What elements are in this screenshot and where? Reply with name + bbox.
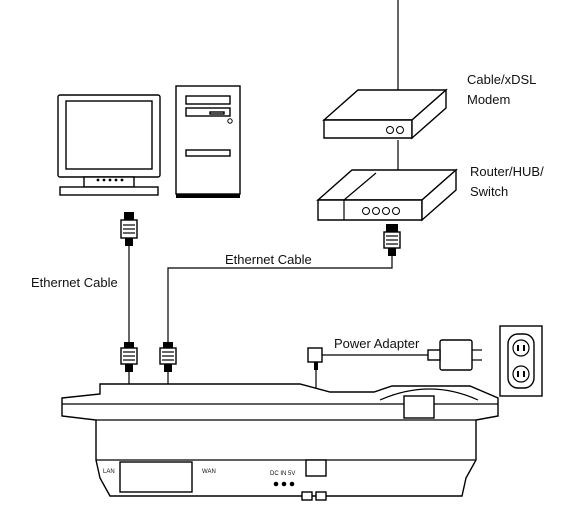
- wan-port-label: WAN: [202, 469, 216, 475]
- modem-label-line1: Cable/xDSL: [467, 72, 536, 87]
- modem-label-line2: Modem: [467, 92, 510, 107]
- rj45-plug-icon: [159, 342, 177, 372]
- router-cable: [167, 256, 393, 342]
- wall-outlet-icon: [499, 325, 543, 397]
- power-adapter-icon: [427, 339, 482, 371]
- dc-port-label: DC IN 5V: [270, 471, 295, 477]
- power-adapter-label: Power Adapter: [334, 336, 420, 351]
- rj45-plug-icon: [120, 342, 138, 372]
- computer-monitor-icon: [57, 94, 161, 196]
- router-label-line1: Router/HUB/: [470, 164, 544, 179]
- modem-icon: [322, 88, 448, 140]
- ethernet-cable-label-left: Ethernet Cable: [31, 275, 118, 290]
- router-label-line2: Switch: [470, 184, 508, 199]
- dc-plug-icon: [307, 347, 323, 370]
- router-icon: [316, 168, 458, 222]
- ip-phone-icon: [61, 383, 499, 501]
- rj45-plug-icon: [120, 212, 138, 246]
- ethernet-cable-label-right: Ethernet Cable: [225, 252, 312, 267]
- pc-tower-icon: [175, 85, 241, 198]
- rj45-plug-icon: [383, 224, 401, 256]
- lan-port-label: LAN: [103, 469, 115, 475]
